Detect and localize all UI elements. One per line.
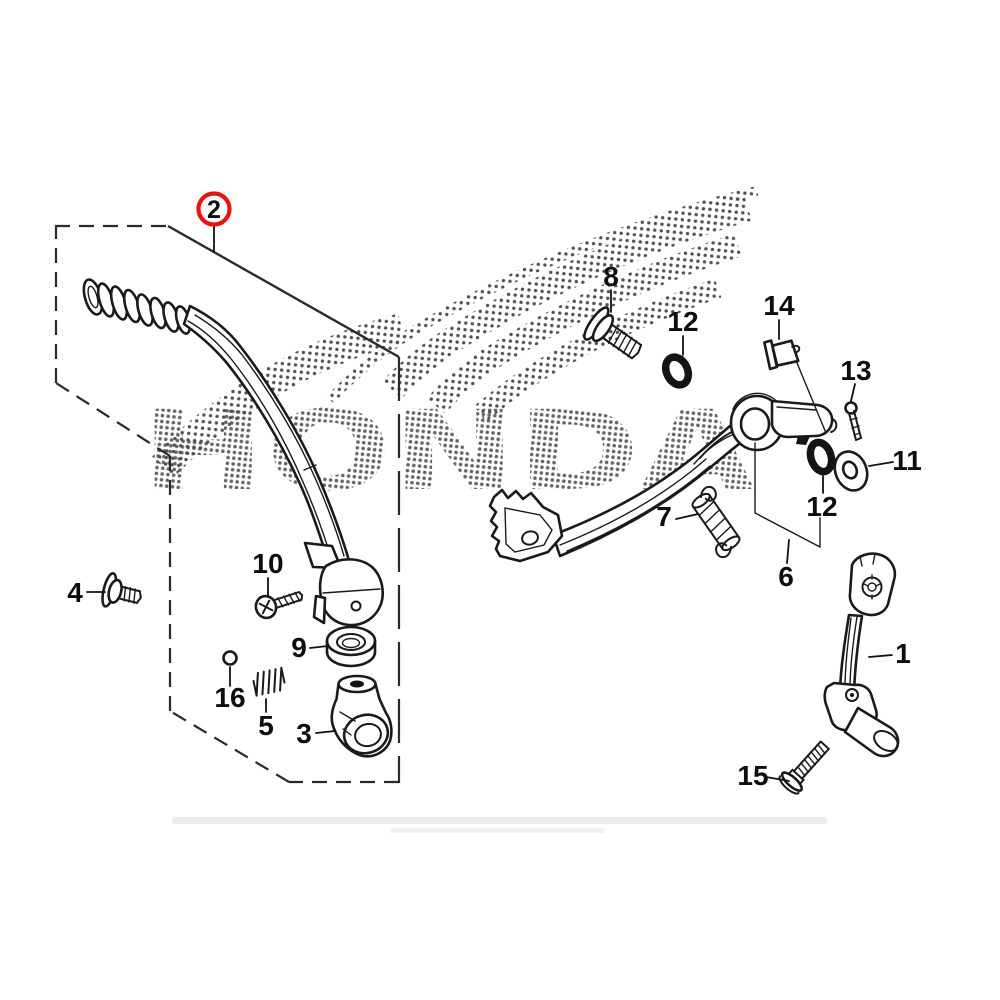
callout-11: 11 xyxy=(892,445,922,476)
flange-bolt-left xyxy=(101,571,142,608)
pedal-pivot-bolt xyxy=(583,306,643,360)
callout-6: 6 xyxy=(778,561,794,592)
steel-ball xyxy=(222,650,238,666)
honda-wing-watermark: HONDA xyxy=(141,186,759,515)
kickstarter-group-outline xyxy=(54,224,401,784)
callout-15: 15 xyxy=(737,760,768,791)
callout-14: 14 xyxy=(763,290,795,321)
kick-starter-arm xyxy=(82,278,384,627)
o-ring-lower xyxy=(806,438,836,476)
callout-2: 2 xyxy=(207,196,221,224)
cotter-pin xyxy=(844,401,862,441)
callout-16: 16 xyxy=(214,682,245,713)
pan-screw xyxy=(254,591,304,620)
faint-scan-artifact xyxy=(172,817,827,833)
callout-labels: 2 4 10 9 16 5 3 8 12 14 13 11 12 7 6 1 1… xyxy=(67,191,922,791)
callout-8: 8 xyxy=(603,261,619,292)
callout-3: 3 xyxy=(296,718,312,749)
brake-rod-joint xyxy=(763,339,827,434)
gearshift-lever xyxy=(823,552,900,758)
return-spring xyxy=(691,485,741,559)
callout-leaders xyxy=(86,225,894,782)
callout-9: 9 xyxy=(291,632,307,663)
callout-2-circled: 2 xyxy=(196,191,232,227)
small-spring xyxy=(252,666,286,697)
red-highlight-ring xyxy=(196,191,232,227)
callout-7: 7 xyxy=(656,501,672,532)
callout-4: 4 xyxy=(67,577,83,608)
brake-pedal xyxy=(488,392,838,563)
callout-12-lower: 12 xyxy=(806,491,837,522)
callout-5: 5 xyxy=(258,710,274,741)
callout-10: 10 xyxy=(252,548,283,579)
o-ring-upper xyxy=(661,353,693,389)
washer xyxy=(833,450,869,492)
callout-1: 1 xyxy=(895,638,911,669)
kick-starter-joint xyxy=(330,674,393,758)
gearshift-bolt xyxy=(778,740,830,795)
callout-12-upper: 12 xyxy=(667,306,698,337)
callout-13: 13 xyxy=(840,355,871,386)
